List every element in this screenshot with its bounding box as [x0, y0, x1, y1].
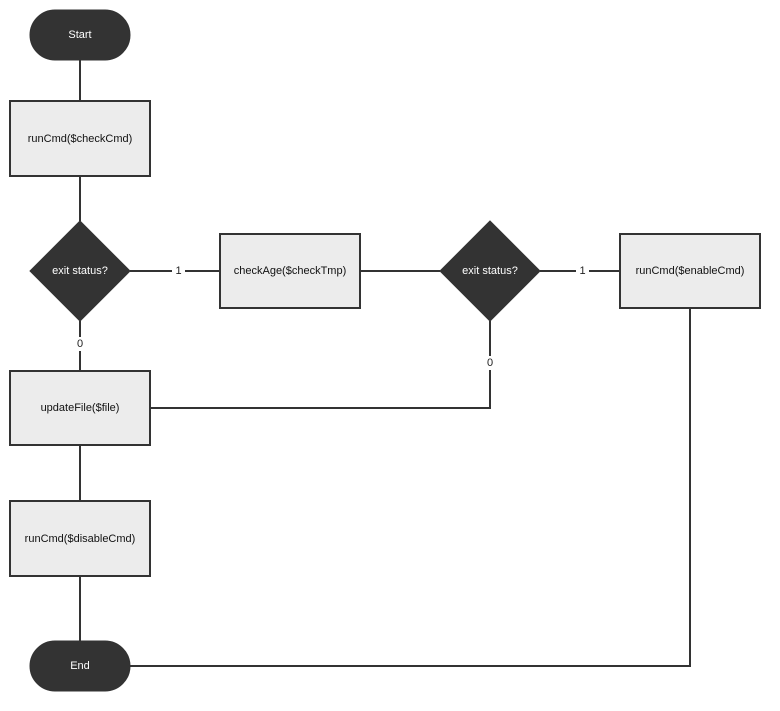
edge-label-decision-2-no-text: 0	[487, 357, 493, 369]
check-age-label: checkAge($checkTmp)	[234, 265, 347, 277]
update-file-node: updateFile($file)	[9, 370, 151, 446]
start-label: Start	[68, 29, 91, 41]
edge-label-decision-1-yes-text: 1	[175, 265, 181, 277]
run-check-label: runCmd($checkCmd)	[28, 133, 133, 145]
edge-label-decision-2-yes: 1	[576, 264, 589, 278]
edge-label-decision-2-yes-text: 1	[579, 265, 585, 277]
update-file-label: updateFile($file)	[41, 402, 120, 414]
decision-1-node: exit status?	[29, 220, 131, 322]
check-age-node: checkAge($checkTmp)	[219, 233, 361, 309]
start-node: Start	[29, 9, 131, 61]
edges	[79, 60, 691, 667]
decision-1-label: exit status?	[52, 265, 108, 277]
decision-2-node: exit status?	[439, 220, 541, 322]
run-enable-label: runCmd($enableCmd)	[636, 265, 745, 277]
run-check-node: runCmd($checkCmd)	[9, 100, 151, 177]
decision-2-label: exit status?	[462, 265, 518, 277]
edge-label-decision-1-no-text: 0	[77, 338, 83, 350]
edge-run-enable-to-end	[130, 308, 691, 667]
run-disable-label: runCmd($disableCmd)	[25, 533, 136, 545]
edge-label-decision-1-yes: 1	[172, 264, 185, 278]
edge-labels: 1 0 1 0	[73, 264, 589, 370]
end-node: End	[29, 640, 131, 692]
end-label: End	[70, 660, 90, 672]
edge-decision-2-to-update-file	[150, 321, 491, 409]
run-enable-node: runCmd($enableCmd)	[619, 233, 761, 309]
edge-label-decision-2-no: 0	[483, 356, 497, 370]
run-disable-node: runCmd($disableCmd)	[9, 500, 151, 577]
edge-label-decision-1-no: 0	[73, 337, 87, 351]
